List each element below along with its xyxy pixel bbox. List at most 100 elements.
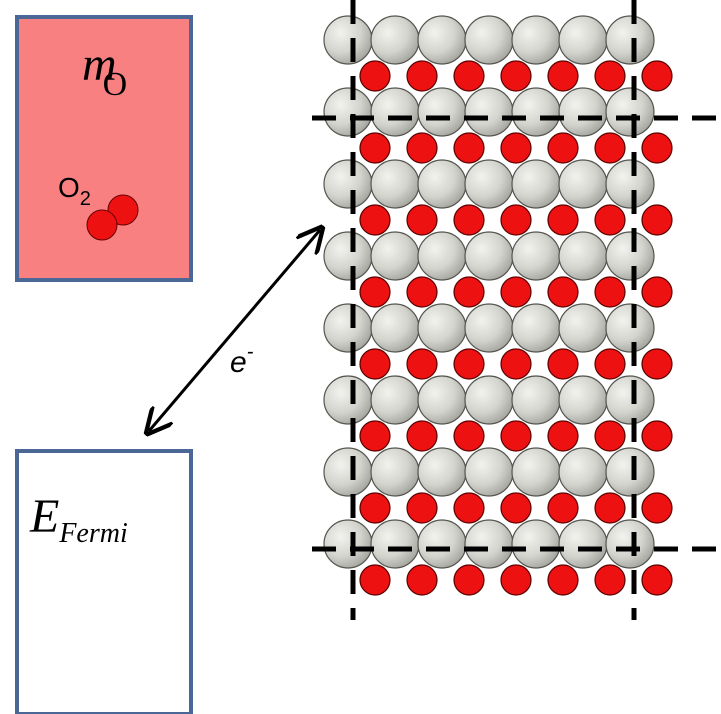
oxygen-atom [359,348,391,380]
metal-atom [511,231,561,281]
metal-atom [417,375,467,425]
oxygen-atom [453,60,485,92]
metal-atom [370,519,420,569]
metal-atom [605,519,655,569]
oxygen-atom [641,132,673,164]
metal-atom [605,231,655,281]
o2-molecule-atom [86,209,118,241]
metal-atom [464,303,514,353]
oxygen-atom [359,60,391,92]
metal-atom [605,87,655,137]
oxygen-atom [359,132,391,164]
metal-atom [370,303,420,353]
metal-atom [605,303,655,353]
oxygen-atom [594,564,626,596]
electrode: EFermi [15,449,193,714]
crystal-lattice [323,15,673,596]
metal-atom [323,231,373,281]
metal-atom [323,447,373,497]
metal-atom [323,519,373,569]
oxygen-atom [500,348,532,380]
oxygen-atom [547,420,579,452]
electron-transfer: e- [149,230,320,431]
oxygen-atom [594,204,626,236]
metal-atom [464,375,514,425]
double-arrow [149,230,320,431]
oxygen-atom [359,276,391,308]
oxygen-atom [594,348,626,380]
oxygen-reservoir: mO O2 [15,15,193,282]
oxygen-atom [641,204,673,236]
oxygen-atom [594,60,626,92]
oxygen-atom [641,276,673,308]
electrode-box [15,449,193,714]
metal-atom [464,159,514,209]
metal-atom [417,159,467,209]
oxygen-atom [453,132,485,164]
metal-atom [605,159,655,209]
oxygen-atom [453,204,485,236]
oxygen-atom [453,492,485,524]
oxygen-atom [547,492,579,524]
metal-atom [605,375,655,425]
metal-atom [464,87,514,137]
oxygen-atom [594,420,626,452]
oxygen-atom [500,420,532,452]
metal-atom [417,87,467,137]
oxygen-atom [406,132,438,164]
oxygen-atom [406,492,438,524]
metal-atom [464,447,514,497]
metal-atom [323,15,373,65]
oxygen-atom [500,564,532,596]
metal-atom [511,375,561,425]
oxygen-atom [594,132,626,164]
oxygen-atom [594,276,626,308]
oxygen-atom [547,564,579,596]
metal-atom [417,519,467,569]
electron-label: e- [230,341,254,379]
metal-atom [558,303,608,353]
oxygen-atom [359,420,391,452]
oxygen-atom [547,204,579,236]
oxygen-atom [359,564,391,596]
oxygen-atom [641,564,673,596]
metal-atom [323,375,373,425]
metal-atom [511,519,561,569]
oxygen-atom [500,492,532,524]
oxygen-atom [594,492,626,524]
metal-atom [605,447,655,497]
oxygen-atom [359,204,391,236]
oxygen-atom [406,348,438,380]
oxygen-atom [453,420,485,452]
oxygen-atom [500,204,532,236]
metal-atom [417,303,467,353]
unit-cell-lines [312,0,718,620]
metal-atom [558,519,608,569]
metal-atom [370,15,420,65]
metal-atom [605,15,655,65]
oxygen-atom [641,492,673,524]
metal-atom [558,15,608,65]
oxygen-atom [359,492,391,524]
metal-atom [323,303,373,353]
metal-atom [558,375,608,425]
oxygen-atom [547,276,579,308]
chemical-potential-label: mO [82,38,127,103]
metal-atom [370,87,420,137]
metal-atom [417,231,467,281]
oxygen-atom [453,564,485,596]
oxygen-atom [500,60,532,92]
oxygen-atom [641,348,673,380]
oxygen-atom [406,276,438,308]
metal-atom [370,447,420,497]
metal-atom [370,231,420,281]
fermi-energy-label: EFermi [29,490,128,549]
oxygen-atom [406,564,438,596]
oxygen-atom [547,348,579,380]
metal-atom [558,87,608,137]
metal-atom [370,375,420,425]
metal-atom [511,447,561,497]
oxygen-atom [453,348,485,380]
oxygen-atom [547,132,579,164]
